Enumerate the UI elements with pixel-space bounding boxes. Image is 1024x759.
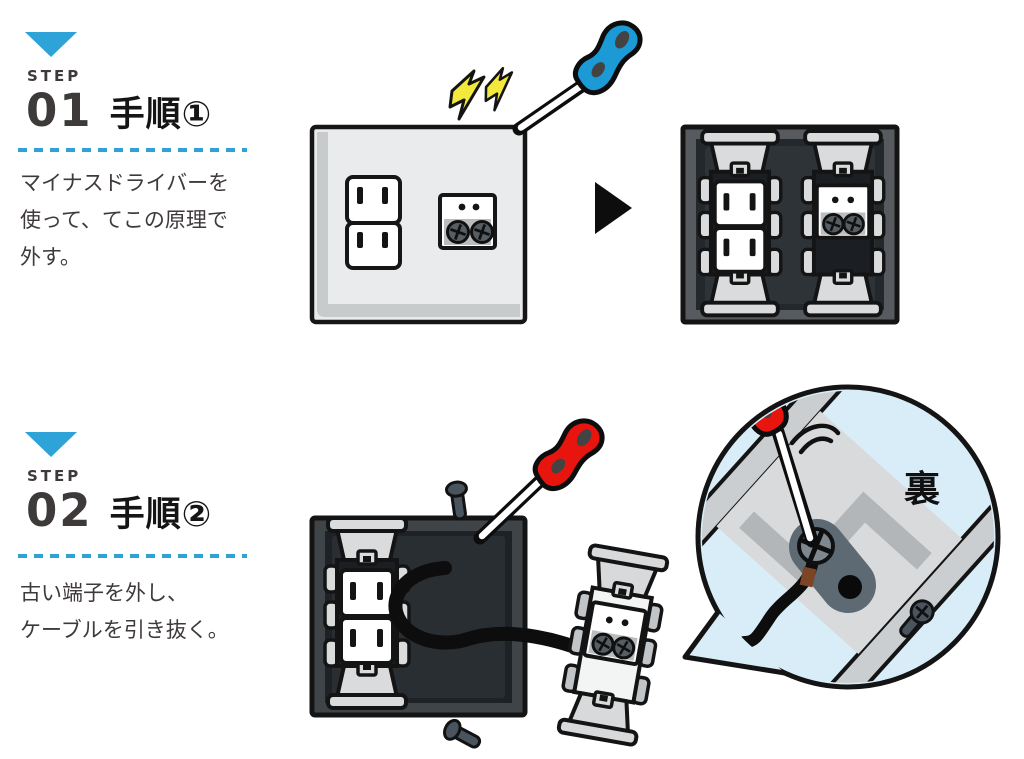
dashed-divider [18,554,247,558]
illustration-remove-terminal [309,405,697,755]
step-label: STEP [27,467,82,485]
step-title: 手順① [109,95,213,135]
step-description: マイナスドライバーを 使って、てこの原理で 外す。 [20,165,268,276]
cable [388,561,579,653]
step-heading: 01 手順① [26,86,268,137]
illustration-pry-cover-plate [309,5,645,325]
cable-sheath-band [799,566,817,588]
spark-icon [448,66,517,121]
screwdriver-red [713,375,819,548]
illustration-exposed-mounting-frame [680,124,900,325]
description-line: 使って、てこの原理で [20,208,228,232]
step-number: 02 [26,484,93,537]
arrow-right-icon [595,182,632,234]
back-side-label: 裏 [904,469,940,510]
step-1-panel: STEP 01 手順① マイナスドライバーを 使って、てこの原理で 外す。 [18,32,268,276]
dashed-divider [18,148,247,152]
wire-hole [838,575,862,599]
description-line: 外す。 [20,245,81,269]
description-line: マイナスドライバーを [20,171,230,195]
removed-outlet-module [555,544,671,746]
step-title: 手順② [109,495,213,535]
step-marker-triangle-icon [25,432,77,457]
bubble-tail [682,610,786,676]
step-heading: 02 手順② [26,486,268,537]
step-marker-triangle-icon [25,32,77,57]
step-label: STEP [27,67,82,85]
terminal-panel [438,193,497,250]
screwdriver-red [473,413,613,545]
loose-screw [444,479,473,522]
description-line: ケーブルを引き抜く。 [20,618,229,642]
loose-screw [439,716,485,755]
step-number: 01 [26,84,93,137]
step-description: 古い端子を外し、 ケーブルを引き抜く。 [20,575,268,649]
flathead-screwdriver-blue [512,15,645,136]
loose-screw [899,599,935,638]
step-2-panel: STEP 02 手順② 古い端子を外し、 ケーブルを引き抜く。 [18,432,268,649]
magnifier-bubble: 裏 [682,375,1001,690]
rotation-arrow-icon [789,423,841,455]
description-line: 古い端子を外し、 [20,581,188,605]
duplex-socket [345,175,402,270]
